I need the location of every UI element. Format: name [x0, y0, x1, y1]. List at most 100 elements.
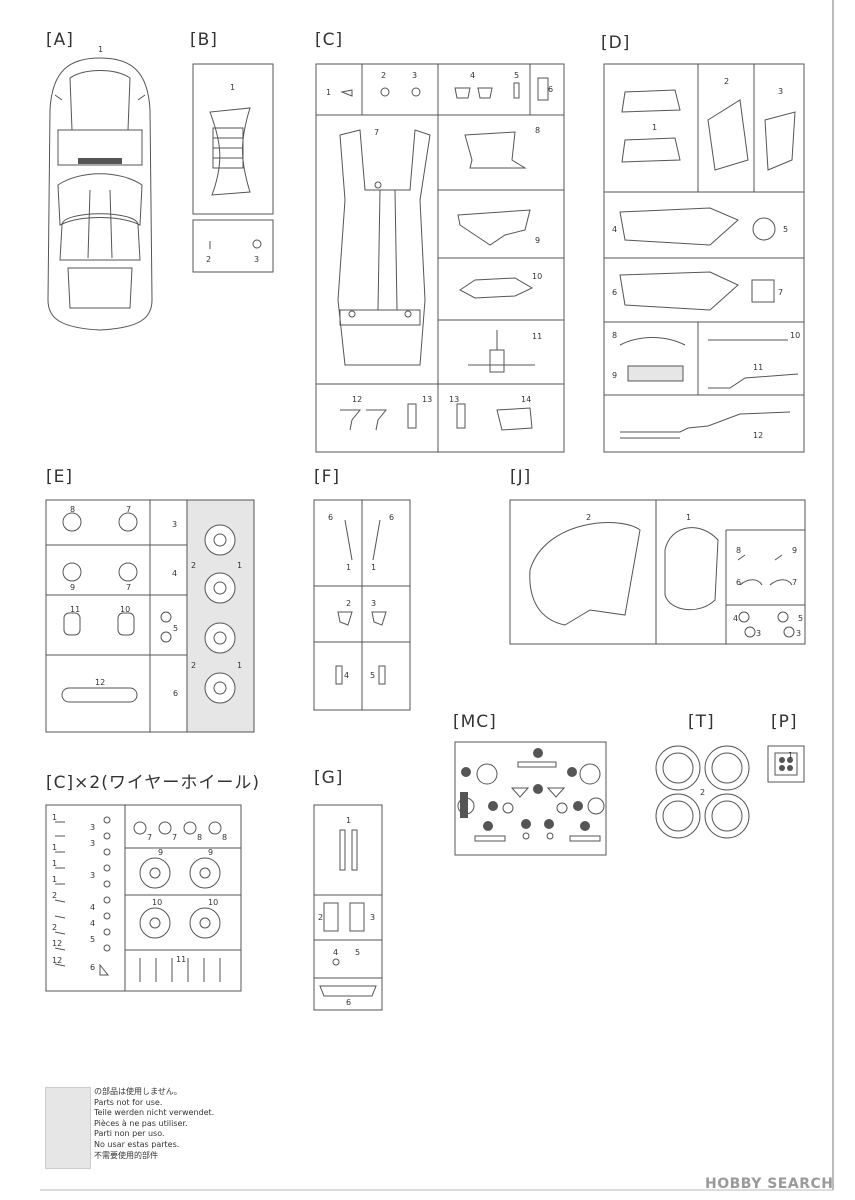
svg-text:1: 1 [98, 45, 103, 54]
unused-parts-legend-swatch [45, 1087, 91, 1169]
svg-text:12: 12 [753, 431, 763, 440]
svg-text:5: 5 [798, 614, 803, 623]
svg-text:1: 1 [52, 813, 57, 822]
svg-text:9: 9 [792, 546, 797, 555]
svg-text:7: 7 [172, 833, 177, 842]
svg-text:8: 8 [197, 833, 202, 842]
svg-text:12: 12 [352, 395, 362, 404]
svg-text:6: 6 [389, 513, 394, 522]
svg-text:2: 2 [191, 661, 196, 670]
svg-text:3: 3 [254, 255, 259, 264]
svg-text:11: 11 [532, 332, 542, 341]
svg-text:3: 3 [90, 871, 95, 880]
svg-text:4: 4 [470, 71, 475, 80]
legend-line-it: Parti non per uso. [94, 1129, 165, 1139]
svg-text:11: 11 [753, 363, 763, 372]
svg-text:10: 10 [152, 898, 162, 907]
svg-text:6: 6 [173, 689, 178, 698]
svg-text:4: 4 [90, 903, 95, 912]
svg-text:8: 8 [222, 833, 227, 842]
legend-line-ja: の部品は使用しません。 [94, 1087, 182, 1096]
svg-text:10: 10 [208, 898, 218, 907]
svg-text:9: 9 [70, 583, 75, 592]
svg-text:3: 3 [370, 913, 375, 922]
svg-text:13: 13 [449, 395, 459, 404]
svg-text:2: 2 [346, 599, 351, 608]
sprue-label-c: [C] [315, 30, 344, 50]
sprue-label-b: [B] [190, 30, 218, 50]
svg-text:1: 1 [346, 816, 351, 825]
svg-text:10: 10 [790, 331, 800, 340]
svg-text:3: 3 [796, 629, 801, 638]
legend-line-en: Parts not for use. [94, 1097, 163, 1107]
sprue-label-c-wire: [C]×2(ワイヤーホイール) [46, 773, 260, 793]
svg-text:4: 4 [733, 614, 738, 623]
svg-text:7: 7 [126, 505, 131, 514]
svg-text:1: 1 [52, 859, 57, 868]
svg-text:2: 2 [52, 891, 57, 900]
sprue-label-f: [F] [314, 467, 341, 487]
svg-text:13: 13 [422, 395, 432, 404]
svg-text:8: 8 [70, 505, 75, 514]
svg-text:10: 10 [120, 605, 130, 614]
svg-text:7: 7 [792, 578, 797, 587]
svg-text:1: 1 [237, 561, 242, 570]
svg-text:12: 12 [52, 939, 62, 948]
svg-text:12: 12 [95, 678, 105, 687]
svg-text:6: 6 [328, 513, 333, 522]
svg-text:5: 5 [355, 948, 360, 957]
svg-text:1: 1 [326, 88, 331, 97]
svg-text:1: 1 [52, 843, 57, 852]
svg-text:4: 4 [344, 671, 349, 680]
svg-text:3: 3 [371, 599, 376, 608]
legend-line-de: Teile werden nicht verwendet. [94, 1108, 215, 1118]
svg-text:10: 10 [532, 272, 542, 281]
svg-text:2: 2 [381, 71, 386, 80]
svg-text:9: 9 [612, 371, 617, 380]
svg-text:1: 1 [52, 875, 57, 884]
svg-text:2: 2 [52, 923, 57, 932]
svg-text:8: 8 [535, 126, 540, 135]
svg-text:1: 1 [230, 83, 235, 92]
sprue-label-p: [P] [771, 712, 798, 732]
svg-text:14: 14 [521, 395, 531, 404]
svg-text:9: 9 [208, 848, 213, 857]
svg-text:2: 2 [318, 913, 323, 922]
svg-text:5: 5 [370, 671, 375, 680]
svg-text:7: 7 [126, 583, 131, 592]
svg-text:11: 11 [176, 955, 186, 964]
sprue-label-e: [E] [46, 467, 74, 487]
sprue-label-t: [T] [688, 712, 715, 732]
svg-text:5: 5 [783, 225, 788, 234]
svg-text:3: 3 [172, 520, 177, 529]
svg-text:3: 3 [756, 629, 761, 638]
svg-text:12: 12 [52, 956, 62, 965]
svg-text:4: 4 [90, 919, 95, 928]
svg-text:5: 5 [514, 71, 519, 80]
svg-text:2: 2 [191, 561, 196, 570]
svg-text:11: 11 [70, 605, 80, 614]
svg-text:4: 4 [172, 569, 177, 578]
svg-text:1: 1 [652, 123, 657, 132]
unused-parts-legend-text: の部品は使用しません。 Parts not for use. Teile wer… [94, 1087, 214, 1161]
sprue-a-body [47, 57, 153, 331]
svg-text:5: 5 [90, 935, 95, 944]
svg-text:3: 3 [412, 71, 417, 80]
svg-text:2: 2 [586, 513, 591, 522]
svg-text:1: 1 [371, 563, 376, 572]
sprue-label-a: [A] [46, 30, 74, 50]
sprue-label-j: [J] [510, 467, 532, 487]
svg-text:9: 9 [535, 236, 540, 245]
watermark-logo: HOBBY SEARCH [705, 1176, 833, 1192]
svg-text:2: 2 [206, 255, 211, 264]
svg-text:8: 8 [612, 331, 617, 340]
svg-text:3: 3 [778, 87, 783, 96]
svg-text:1: 1 [788, 751, 793, 760]
svg-text:7: 7 [778, 288, 783, 297]
sprue-label-mc: [MC] [453, 712, 497, 732]
svg-text:9: 9 [158, 848, 163, 857]
svg-text:6: 6 [346, 998, 351, 1007]
sprue-label-g: [G] [314, 768, 344, 788]
watermark-text: HOBBY SEARCH [705, 1176, 834, 1192]
